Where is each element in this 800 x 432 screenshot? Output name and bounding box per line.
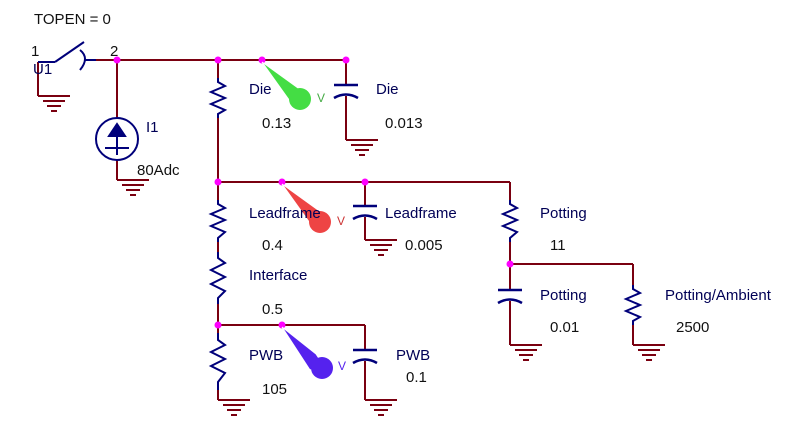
c-leadframe-name: Leadframe <box>385 205 457 222</box>
switch-refdes: U1 <box>33 61 53 78</box>
r-pwb-value: 105 <box>262 381 288 398</box>
r-interface-name: Interface <box>249 267 308 284</box>
resistor-potting-ambient <box>623 285 643 325</box>
node-leadframe-main <box>214 178 222 186</box>
switch-pin1-label: 1 <box>31 43 40 60</box>
node-interface <box>214 321 222 329</box>
current-source-refdes: I1 <box>146 119 159 136</box>
node-potting <box>506 260 514 268</box>
probe-leadframe-label: V <box>337 214 346 228</box>
c-pwb-name: PWB <box>396 347 431 364</box>
c-pwb-value: 0.1 <box>406 369 427 386</box>
r-potting-name: Potting <box>540 205 587 222</box>
switch-blade <box>54 41 85 63</box>
grounds <box>37 95 666 416</box>
current-source-value: 80Adc <box>137 162 180 179</box>
switch-u1 <box>38 41 96 71</box>
ground-cpotting <box>509 344 543 361</box>
resistor-pwb <box>208 333 228 390</box>
ground-u1 <box>37 95 71 112</box>
ground-cpwb <box>364 399 398 416</box>
c-potting-value: 0.01 <box>550 319 580 336</box>
current-source-circle <box>95 117 139 161</box>
capacitor-potting <box>497 288 523 305</box>
r-leadframe-value: 0.4 <box>262 237 283 254</box>
current-source-arrow-head <box>107 122 127 137</box>
resistor-leadframe <box>208 200 228 242</box>
node-pwb-probe <box>278 321 286 329</box>
r-die-value: 0.13 <box>262 115 292 132</box>
r-potting-ambient-value: 2500 <box>676 319 710 336</box>
node-u1-pin2 <box>113 56 121 64</box>
resistor-interface <box>208 252 228 304</box>
c-leadframe-value: 0.005 <box>405 237 443 254</box>
resistors <box>208 78 643 390</box>
r-die-name: Die <box>249 81 272 98</box>
ground-cleadframe <box>364 239 398 256</box>
r-interface-value: 0.5 <box>262 301 283 318</box>
probe-pwb-marker[interactable] <box>281 326 333 379</box>
c-potting-name: Potting <box>540 287 587 304</box>
capacitor-pwb <box>352 348 378 365</box>
nodes <box>113 56 514 329</box>
probe-die-marker[interactable] <box>261 61 311 110</box>
resistor-die <box>208 78 228 118</box>
switch-parameter: TOPEN = 0 <box>34 11 111 28</box>
wires <box>37 59 634 400</box>
node-top-probe <box>258 56 266 64</box>
capacitor-leadframe <box>352 204 378 221</box>
node-top-main <box>214 56 222 64</box>
node-leadframe-cap <box>361 178 369 186</box>
ground-potting-ambient <box>632 344 666 361</box>
r-pwb-name: PWB <box>249 347 284 364</box>
ground-cdie <box>345 139 379 156</box>
probe-die-label: V <box>317 91 326 105</box>
probe-pwb-label: V <box>338 359 347 373</box>
current-source-i1 <box>95 117 139 161</box>
node-top-cdie <box>342 56 350 64</box>
resistor-potting <box>500 200 520 242</box>
switch-pin2-label: 2 <box>110 43 119 60</box>
ground-i1 <box>116 179 150 196</box>
r-potting-value: 11 <box>550 237 566 254</box>
capacitor-die <box>333 83 359 100</box>
probe-leadframe-marker[interactable] <box>281 183 331 233</box>
c-die-value: 0.013 <box>385 115 423 132</box>
r-leadframe-name: Leadframe <box>249 205 321 222</box>
ground-rpwb <box>217 399 251 416</box>
r-potting-ambient-name: Potting/Ambient <box>665 287 771 304</box>
capacitors <box>333 83 523 365</box>
c-die-name: Die <box>376 81 399 98</box>
node-leadframe-probe <box>278 178 286 186</box>
